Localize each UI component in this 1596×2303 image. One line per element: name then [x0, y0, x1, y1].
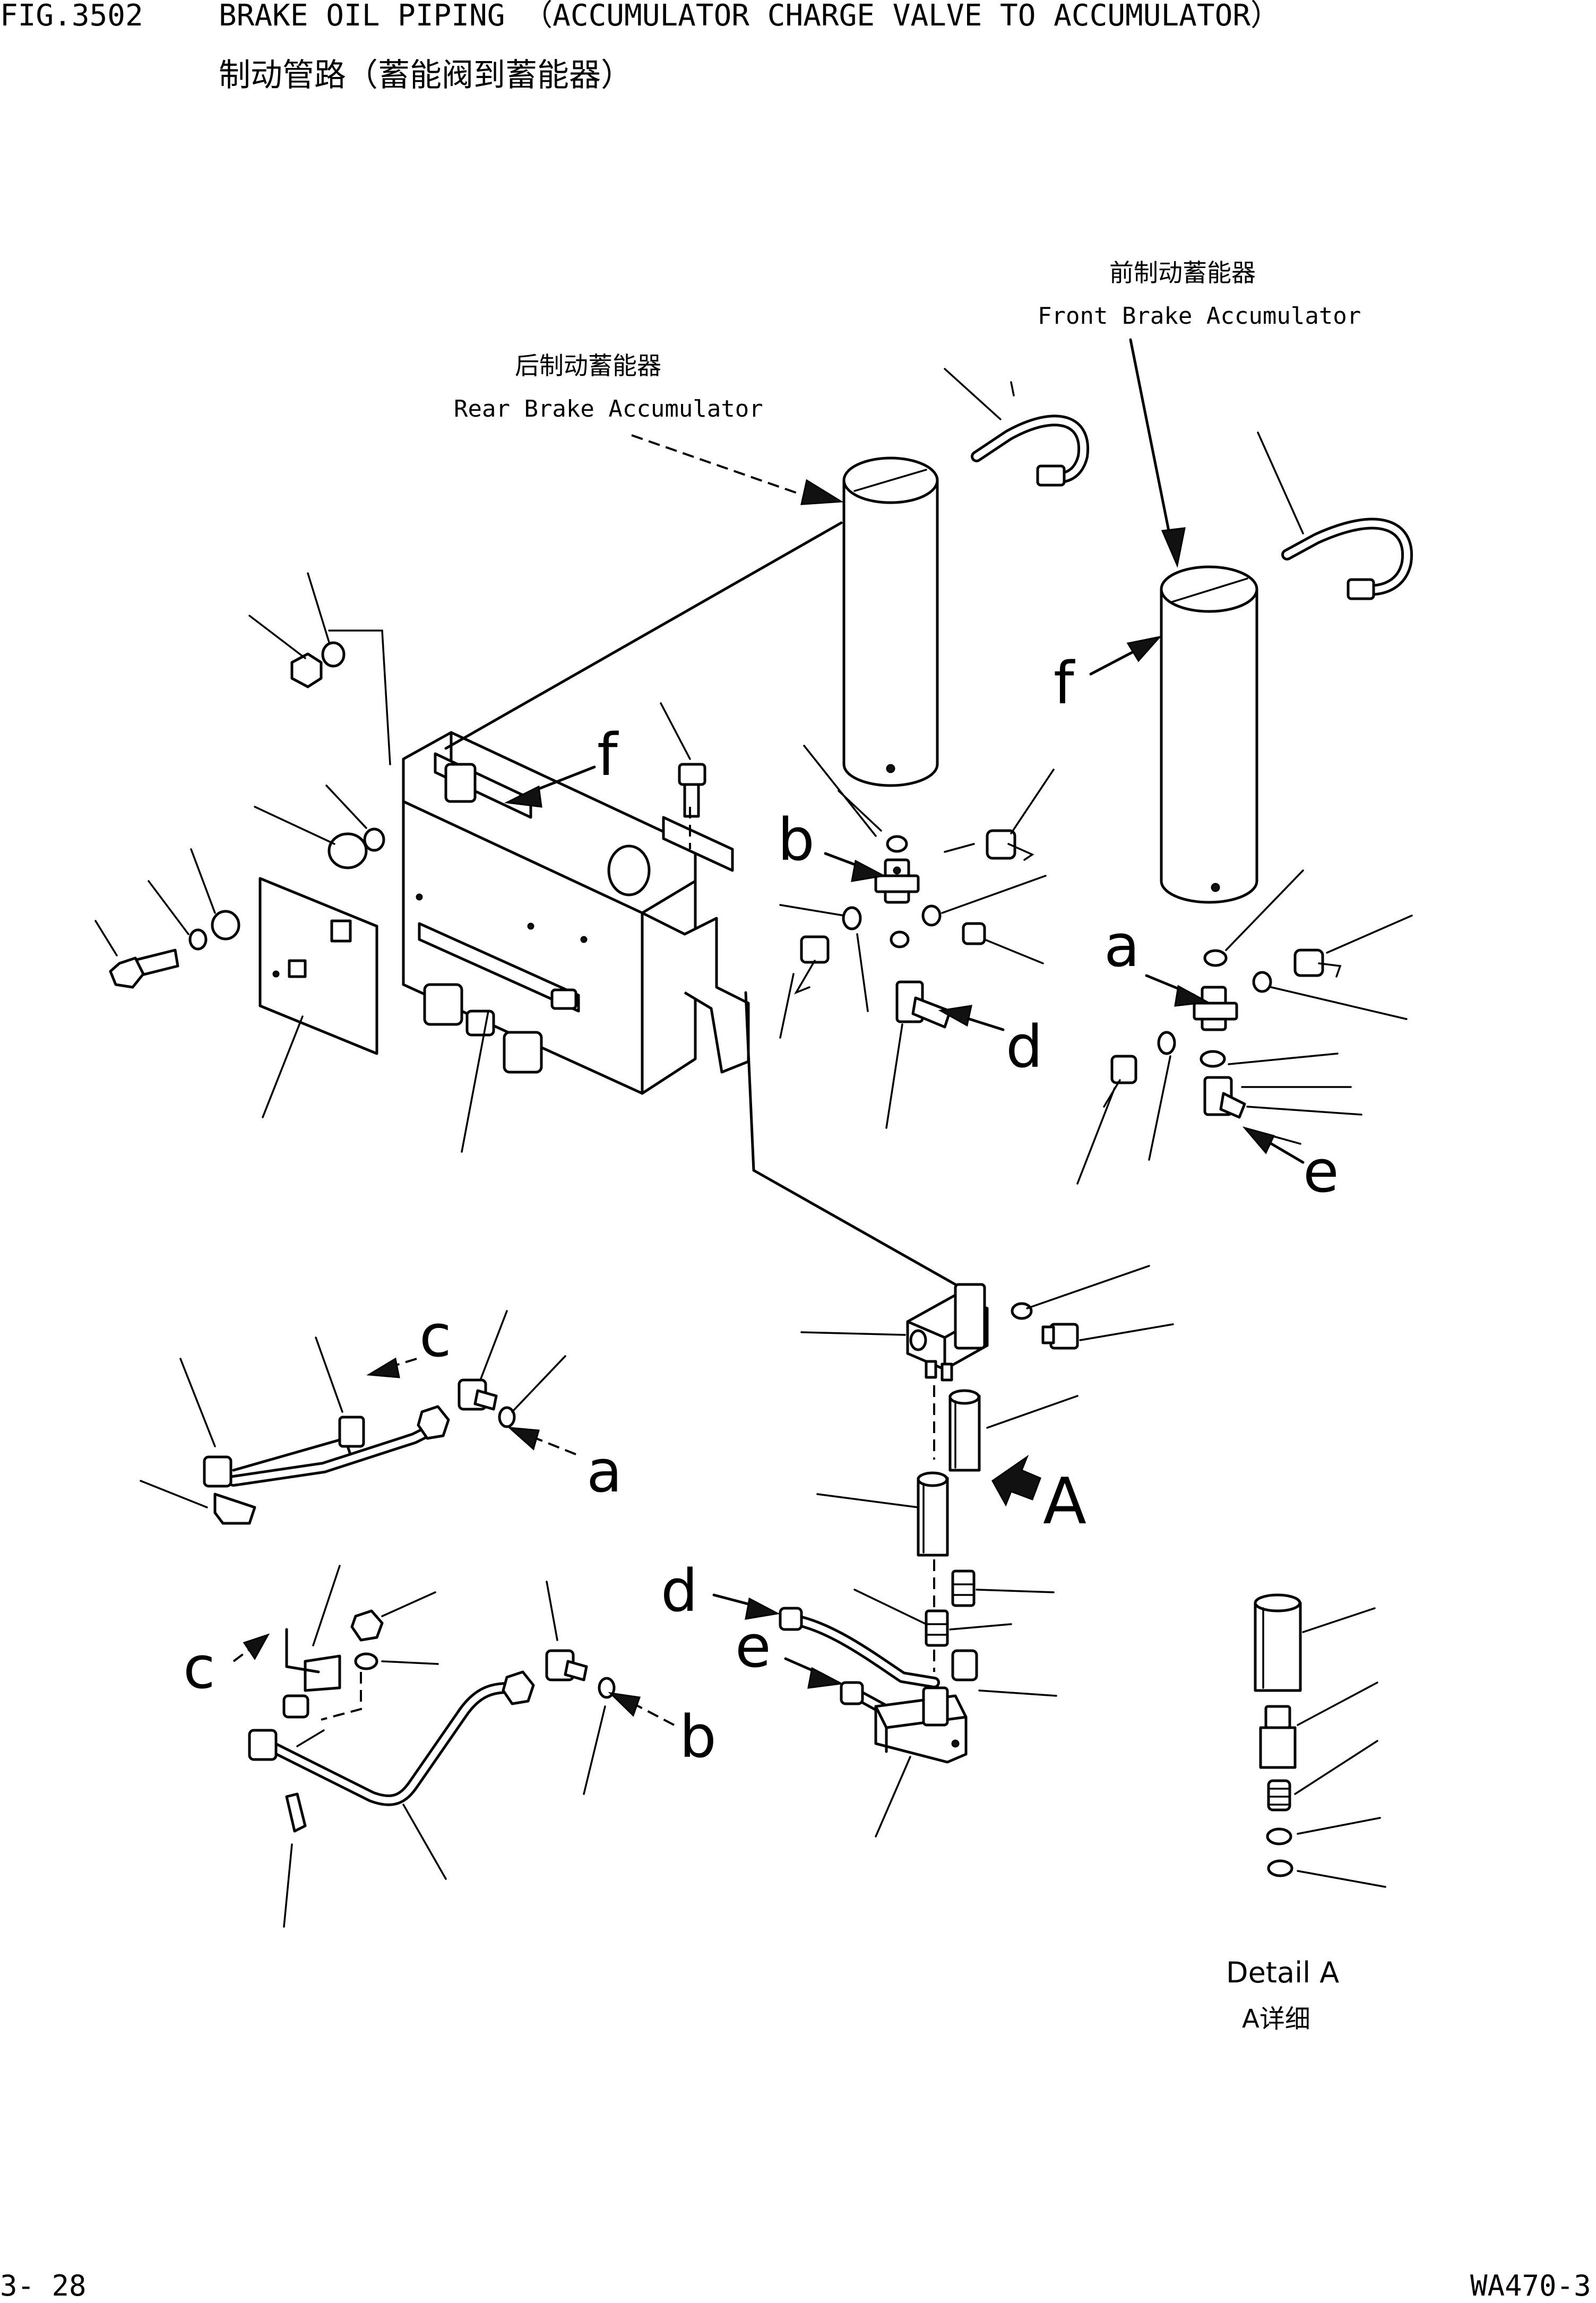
detail-a-arrow: [991, 1454, 1041, 1507]
detail-a-title-zh: A详细: [1242, 2004, 1310, 2034]
callout-f-bracket: f: [597, 721, 619, 789]
pipe-to-b: [248, 1565, 616, 1928]
callout-a-lower: a: [586, 1437, 622, 1505]
page-number: 3- 28: [0, 2269, 87, 2302]
manifold-block: [800, 1265, 1174, 1382]
bracket-to-manifold-line: [744, 991, 957, 1286]
pipe-to-a: [140, 1310, 566, 1525]
fig-number: FIG.3502: [0, 0, 143, 33]
rear-accumulator-arrowhead: [800, 479, 844, 505]
rear-accumulator-leader: [631, 434, 799, 495]
front-accumulator-label-en: Front Brake Accumulator: [1038, 303, 1361, 330]
callout-d-upper: d: [1006, 1013, 1043, 1081]
callout-a-upper: a: [1104, 912, 1140, 980]
callout-e-lower: e: [735, 1612, 771, 1680]
front-accumulator: [1160, 565, 1258, 904]
callout-c-lower: c: [183, 1634, 215, 1702]
callout-b-lower: b: [679, 1703, 717, 1771]
cover-plate: [258, 877, 378, 1118]
front-accumulator-leader: [1129, 338, 1175, 554]
title-chinese: 制动管路（蓄能阀到蓄能器）: [219, 57, 633, 94]
callout-c-upper: c: [419, 1302, 451, 1370]
rear-accumulator-label-zh: 后制动蓄能器: [515, 351, 661, 380]
front-hose: [1257, 432, 1413, 600]
rear-hose: [944, 368, 1090, 487]
front-valve-assembly: [1076, 869, 1413, 1185]
valve-bracket: [402, 731, 750, 1095]
front-accumulator-arrowhead: [1161, 527, 1186, 568]
rear-accumulator: [842, 456, 939, 787]
callout-A: A: [1043, 1465, 1086, 1539]
detail-a-parts: [1254, 1593, 1386, 1888]
lower-fittings: [853, 1569, 1057, 1697]
callout-f-front: f: [1054, 649, 1075, 717]
rear-valve-assembly: [779, 745, 1055, 1129]
callout-e-upper: e: [1303, 1137, 1339, 1205]
pipe-d-e: [779, 1607, 968, 1838]
model-number: WA470-3: [1470, 2269, 1591, 2302]
callout-d-lower: d: [661, 1557, 698, 1625]
rear-accumulator-label-en: Rear Brake Accumulator: [454, 395, 763, 422]
callout-b-upper: b: [778, 806, 815, 874]
bracket-top-bolt: [660, 702, 706, 818]
hex-spacers: [816, 1389, 1079, 1557]
detail-a-title: Detail A: [1226, 1956, 1339, 1989]
left-fasteners: [94, 572, 489, 1153]
front-accumulator-label-zh: 前制动蓄能器: [1109, 258, 1256, 287]
bracket-to-rear-accumulator-line: [444, 521, 843, 750]
title-english: BRAKE OIL PIPING （ACCUMULATOR CHARGE VAL…: [219, 0, 1280, 33]
